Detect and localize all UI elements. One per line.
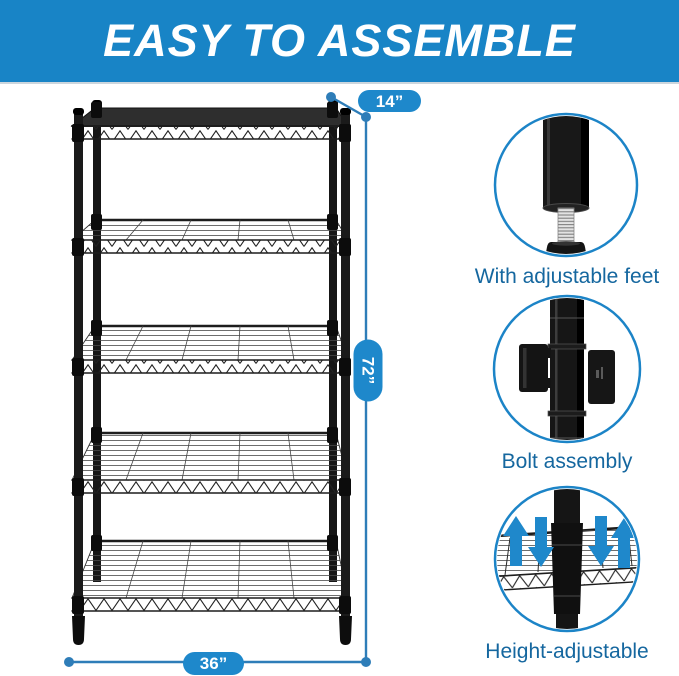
callout-adjustable-feet (493, 112, 639, 258)
caption-adjustable-feet: With adjustable feet (474, 265, 660, 288)
depth-dimension-line (330, 95, 367, 119)
caption-height-adjustable: Height-adjustable (485, 640, 649, 663)
banner-title: EASY TO ASSEMBLE (103, 15, 576, 66)
height-dimension-label: 72” (353, 339, 383, 402)
callout-ring (493, 485, 641, 633)
pole-sleeves (72, 102, 351, 614)
banner: EASY TO ASSEMBLE (0, 0, 679, 84)
depth-dimension-label: 14” (358, 90, 421, 112)
width-dimension-label: 36” (183, 652, 244, 675)
shelf-3 (71, 324, 349, 374)
callout-ring (492, 294, 642, 444)
callout-bolt-assembly (492, 294, 642, 444)
right-foot (339, 616, 352, 645)
arrow-up-icon (611, 518, 637, 568)
shelf-5 (71, 539, 349, 612)
callout-height-adjustable (493, 485, 641, 633)
bolt-assembly-photo (519, 298, 615, 440)
arrow-down-icon (588, 516, 614, 566)
adjustable-foot-photo (542, 116, 590, 254)
shelf-4 (71, 431, 349, 494)
dimension-dot (326, 92, 336, 102)
right-clip (588, 350, 615, 404)
shelf-rack (70, 100, 352, 645)
caption-bolt-assembly: Bolt assembly (501, 450, 633, 473)
left-clip (519, 344, 551, 392)
shelf-1 (70, 107, 349, 140)
arrow-up-icon (503, 516, 529, 566)
height-arrows (503, 516, 637, 568)
callout-ring (493, 112, 639, 258)
height-adjustable-photo (497, 489, 637, 629)
arrow-down-icon (528, 517, 554, 567)
shelf-2 (70, 218, 349, 254)
dimension-dot (64, 657, 74, 667)
dimension-dot (361, 112, 371, 122)
dimension-dot (361, 657, 371, 667)
left-foot (72, 616, 85, 645)
